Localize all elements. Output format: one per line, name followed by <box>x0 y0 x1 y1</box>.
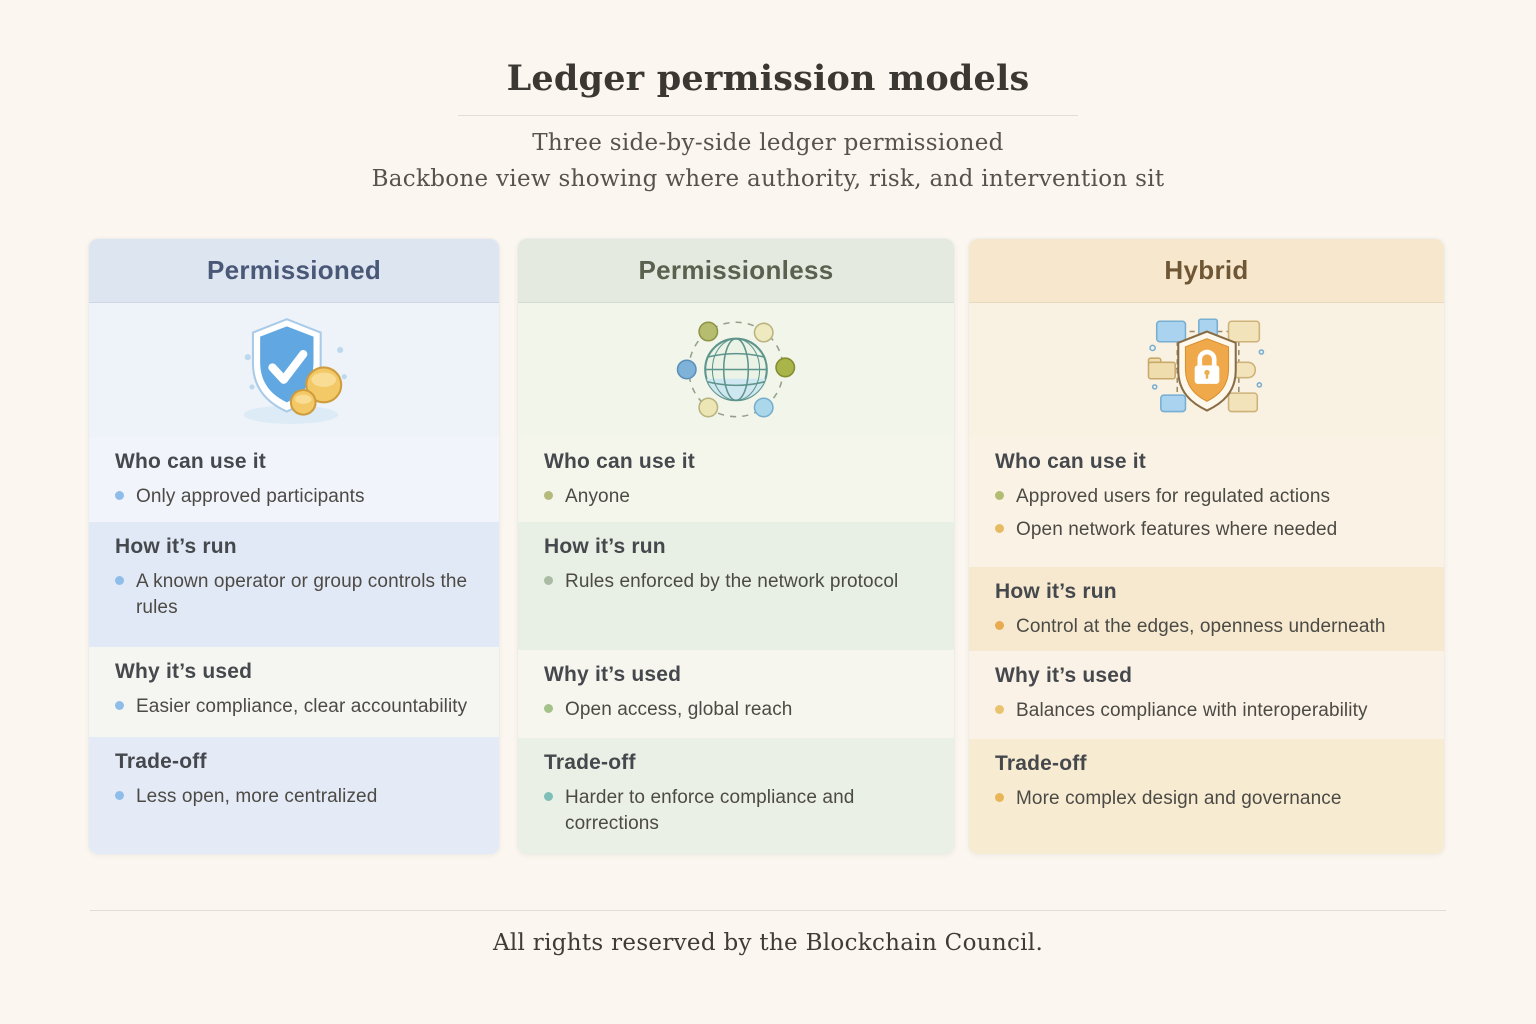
column-permissioned: Permissioned Who can use it <box>88 238 500 855</box>
bullet-text: Less open, more centralized <box>136 786 378 807</box>
bullet-item: Balances compliance with interoperabilit… <box>995 698 1430 724</box>
comparison-columns: Permissioned Who can use it <box>88 238 1445 855</box>
bullet-text: Balances compliance with interoperabilit… <box>1016 700 1368 721</box>
footer-divider <box>90 910 1446 911</box>
bullet-dot-icon <box>115 491 124 500</box>
page-header: Ledger permission models Three side-by-s… <box>0 0 1536 192</box>
column-hybrid-header: Hybrid <box>969 239 1444 303</box>
section-who-can-use-it: Who can use it Anyone <box>518 437 954 522</box>
bullet-item: Easier compliance, clear accountability <box>115 694 485 720</box>
bullet-text: Harder to enforce compliance and correct… <box>565 787 855 834</box>
globe-network-icon <box>518 303 954 437</box>
section-heading: Trade-off <box>115 750 207 773</box>
column-permissionless: Permissionless W <box>517 238 955 855</box>
bullet-item: Only approved participants <box>115 484 485 510</box>
bullet-item: More complex design and governance <box>995 786 1430 812</box>
page-title: Ledger permission models <box>506 58 1030 99</box>
bullet-item: Less open, more centralized <box>115 784 485 810</box>
bullet-text: Open network features where needed <box>1016 518 1338 540</box>
bullet-dot-icon <box>115 576 124 585</box>
section-heading: Trade-off <box>544 751 636 774</box>
column-permissionless-title: Permissionless <box>638 255 834 285</box>
section-how-its-run: How it’s run Rules enforced by the netwo… <box>518 522 954 650</box>
bullet-item: Harder to enforce compliance and correct… <box>544 785 940 836</box>
bullet-dot-icon <box>544 792 553 801</box>
column-hybrid-sections: Who can use it Approved users for regula… <box>969 437 1444 854</box>
bullet-dot-icon <box>995 491 1004 500</box>
section-heading: Why it’s used <box>995 664 1133 687</box>
bullet-dot-icon <box>995 705 1004 714</box>
bullet-text: Open access, global reach <box>565 699 793 720</box>
bullet-item: A known operator or group controls the r… <box>115 569 485 620</box>
section-who-can-use-it: Who can use it Approved users for regula… <box>969 437 1444 567</box>
hybrid-shield-lock-icon <box>969 303 1444 437</box>
bullet-item: Open access, global reach <box>544 697 940 723</box>
section-heading: Who can use it <box>115 450 266 473</box>
subtitle-line-1: Three side-by-side ledger permissioned <box>532 130 1004 156</box>
shield-check-coins-icon <box>89 303 499 437</box>
bullet-text: Anyone <box>565 486 631 507</box>
bullet-dot-icon <box>544 491 553 500</box>
section-trade-off: Trade-off Harder to enforce compliance a… <box>518 738 954 854</box>
section-how-its-run: How it’s run Control at the edges, openn… <box>969 567 1444 651</box>
section-how-its-run: How it’s run A known operator or group c… <box>89 522 499 647</box>
bullet-text: More complex design and governance <box>1016 788 1342 809</box>
bullet-text: Control at the edges, openness underneat… <box>1016 616 1386 637</box>
column-permissioned-sections: Who can use it Only approved participant… <box>89 437 499 854</box>
column-permissionless-header: Permissionless <box>518 239 954 303</box>
section-heading: How it’s run <box>995 580 1117 603</box>
column-permissioned-header: Permissioned <box>89 239 499 303</box>
bullet-item: Approved users for regulated actions <box>995 484 1430 510</box>
section-heading: Who can use it <box>544 450 695 473</box>
section-trade-off: Trade-off Less open, more centralized <box>89 737 499 854</box>
section-heading: How it’s run <box>544 535 666 558</box>
bullet-text: Rules enforced by the network protocol <box>565 571 899 592</box>
bullet-text: A known operator or group controls the r… <box>136 571 468 618</box>
section-heading: Trade-off <box>995 752 1087 775</box>
bullet-item: Open network features where needed <box>995 517 1430 543</box>
section-why-its-used: Why it’s used Open access, global reach <box>518 650 954 738</box>
bullet-dot-icon <box>115 701 124 710</box>
section-heading: How it’s run <box>115 535 237 558</box>
shield-check-coins-graphic <box>243 318 347 424</box>
footer-copyright: All rights reserved by the Blockchain Co… <box>492 930 1044 956</box>
bullet-dot-icon <box>995 523 1004 533</box>
title-divider <box>458 115 1078 116</box>
column-hybrid: Hybrid <box>968 238 1445 855</box>
bullet-text: Approved users for regulated actions <box>1016 486 1331 507</box>
section-why-its-used: Why it’s used Balances compliance with i… <box>969 651 1444 739</box>
column-permissionless-sections: Who can use it Anyone How it’s run Rules… <box>518 437 954 854</box>
bullet-dot-icon <box>115 791 124 800</box>
subtitle-line-2: Backbone view showing where authority, r… <box>371 166 1165 192</box>
column-permissioned-title: Permissioned <box>206 255 382 285</box>
bullet-dot-icon <box>544 576 553 585</box>
bullet-text: Only approved participants <box>136 486 365 507</box>
section-who-can-use-it: Who can use it Only approved participant… <box>89 437 499 522</box>
section-heading: Why it’s used <box>544 663 682 686</box>
bullet-text: Easier compliance, clear accountability <box>136 696 468 717</box>
bullet-item: Control at the edges, openness underneat… <box>995 614 1430 640</box>
hybrid-shield-lock-graphic <box>1147 318 1264 413</box>
bullet-dot-icon <box>995 793 1004 802</box>
bullet-dot-icon <box>995 621 1004 630</box>
section-heading: Why it’s used <box>115 660 253 683</box>
section-why-its-used: Why it’s used Easier compliance, clear a… <box>89 647 499 737</box>
bullet-item: Anyone <box>544 484 940 510</box>
section-trade-off: Trade-off More complex design and govern… <box>969 739 1444 854</box>
section-heading: Who can use it <box>995 450 1146 473</box>
globe-network-graphic <box>676 321 796 418</box>
bullet-dot-icon <box>544 704 553 713</box>
bullet-item: Rules enforced by the network protocol <box>544 569 940 595</box>
column-hybrid-title: Hybrid <box>1164 255 1249 285</box>
